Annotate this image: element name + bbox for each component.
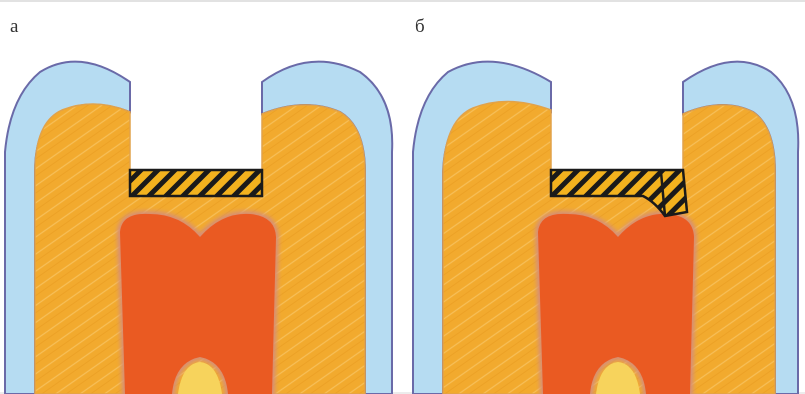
- cavity-liner: [130, 170, 262, 196]
- tooth-illustration-a: [0, 2, 402, 394]
- panel-label-b: б: [415, 16, 425, 38]
- tooth-illustration-b: [403, 2, 805, 394]
- panel-label-a: а: [10, 16, 18, 38]
